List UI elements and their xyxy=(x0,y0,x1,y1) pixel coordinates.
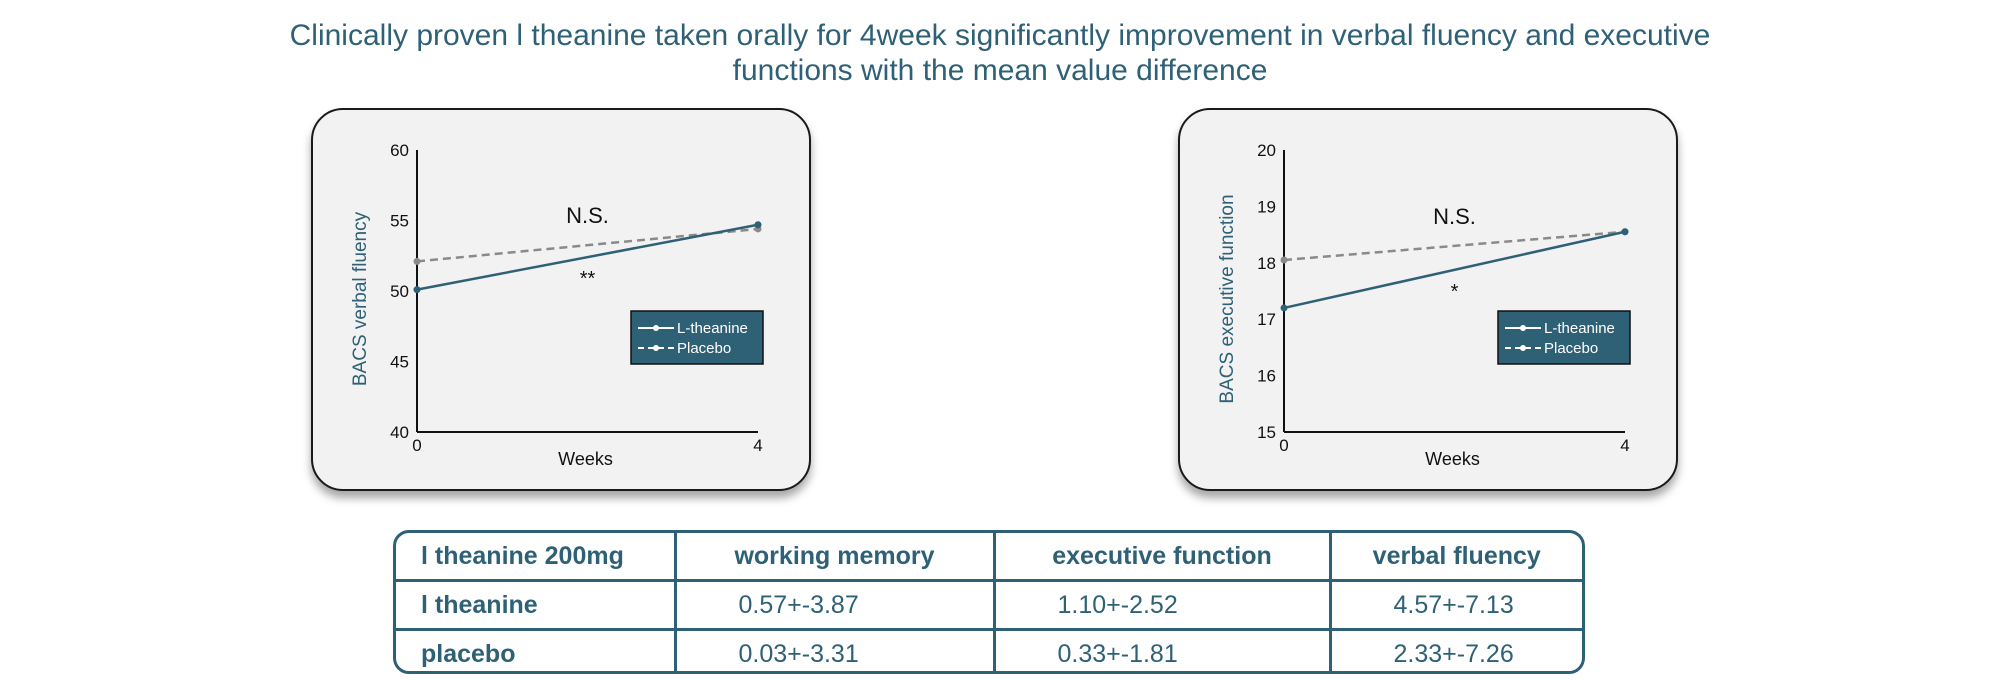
l-theanine-significance-label: * xyxy=(1451,281,1459,303)
legend-placebo-label: Placebo xyxy=(677,340,731,357)
legend-l-theanine-label: L-theanine xyxy=(1544,320,1615,337)
legend-placebo-marker xyxy=(653,345,659,351)
placebo-significance-label: N.S. xyxy=(566,203,609,228)
x-tick-label: 0 xyxy=(412,436,421,455)
y-tick-label: 50 xyxy=(390,282,409,301)
legend-placebo-label: Placebo xyxy=(1544,340,1598,357)
x-axis-label: Weeks xyxy=(1425,449,1480,469)
placebo-series-line xyxy=(1283,230,1626,262)
l-theanine-point xyxy=(1280,304,1288,312)
l-theanine-point xyxy=(413,286,421,294)
table-row-label: placebo xyxy=(396,629,677,671)
placebo-series-line xyxy=(416,227,759,263)
legend-l-theanine-label: L-theanine xyxy=(677,320,748,337)
y-tick-label: 19 xyxy=(1257,197,1276,216)
y-tick-label: 18 xyxy=(1257,254,1276,273)
table-cell: 4.57+-7.13 xyxy=(1330,580,1582,631)
x-tick-label: 4 xyxy=(1620,436,1629,455)
l-theanine-point xyxy=(754,221,762,229)
table-cell: 0.03+-3.31 xyxy=(675,629,996,671)
table-header-cell: working memory xyxy=(675,533,996,582)
x-tick-label: 0 xyxy=(1279,436,1288,455)
y-tick-label: 40 xyxy=(390,423,409,442)
table-row-label: l theanine xyxy=(396,580,677,631)
y-tick-label: 16 xyxy=(1257,367,1276,386)
legend-placebo-marker xyxy=(1520,345,1526,351)
table-header-cell: l theanine 200mg xyxy=(396,533,677,582)
l-theanine-significance-label: ** xyxy=(580,268,596,290)
table-row: placebo 0.03+-3.31 0.33+-1.81 2.33+-7.26 xyxy=(396,629,1582,671)
legend-l-theanine-marker xyxy=(653,325,659,331)
y-axis-label: BACS executive function xyxy=(1217,194,1238,403)
l-theanine-series-line xyxy=(416,223,759,291)
placebo-significance-label: N.S. xyxy=(1433,204,1476,229)
table-header-cell: executive function xyxy=(994,533,1332,582)
x-axis-label: Weeks xyxy=(558,449,613,469)
table-cell: 0.57+-3.87 xyxy=(675,580,996,631)
placebo-point xyxy=(413,257,421,265)
table-header-row: l theanine 200mg working memory executiv… xyxy=(396,533,1582,582)
table-cell: 1.10+-2.52 xyxy=(994,580,1332,631)
table-cell: 0.33+-1.81 xyxy=(994,629,1332,671)
placebo-point xyxy=(1280,256,1288,264)
l-theanine-series-line xyxy=(1283,230,1626,310)
legend-box xyxy=(630,310,764,365)
l-theanine-point xyxy=(1621,228,1629,236)
legend-l-theanine-marker xyxy=(1520,325,1526,331)
y-tick-label: 55 xyxy=(390,212,409,231)
results-table: l theanine 200mg working memory executiv… xyxy=(393,530,1585,674)
table-cell: 2.33+-7.26 xyxy=(1393,639,1514,668)
y-axis-label: BACS verbal fluency xyxy=(350,211,371,386)
x-tick-label: 4 xyxy=(753,436,762,455)
y-tick-label: 45 xyxy=(390,353,409,372)
table-header-cell: verbal fluency xyxy=(1330,533,1582,582)
legend-box xyxy=(1497,310,1631,365)
y-tick-label: 60 xyxy=(390,141,409,160)
y-tick-label: 15 xyxy=(1257,423,1276,442)
table-row: l theanine 0.57+-3.87 1.10+-2.52 4.57+-7… xyxy=(396,580,1582,631)
page-title: Clinically proven l theanine taken orall… xyxy=(289,19,1711,87)
y-tick-label: 20 xyxy=(1257,141,1276,160)
y-tick-label: 17 xyxy=(1257,310,1276,329)
